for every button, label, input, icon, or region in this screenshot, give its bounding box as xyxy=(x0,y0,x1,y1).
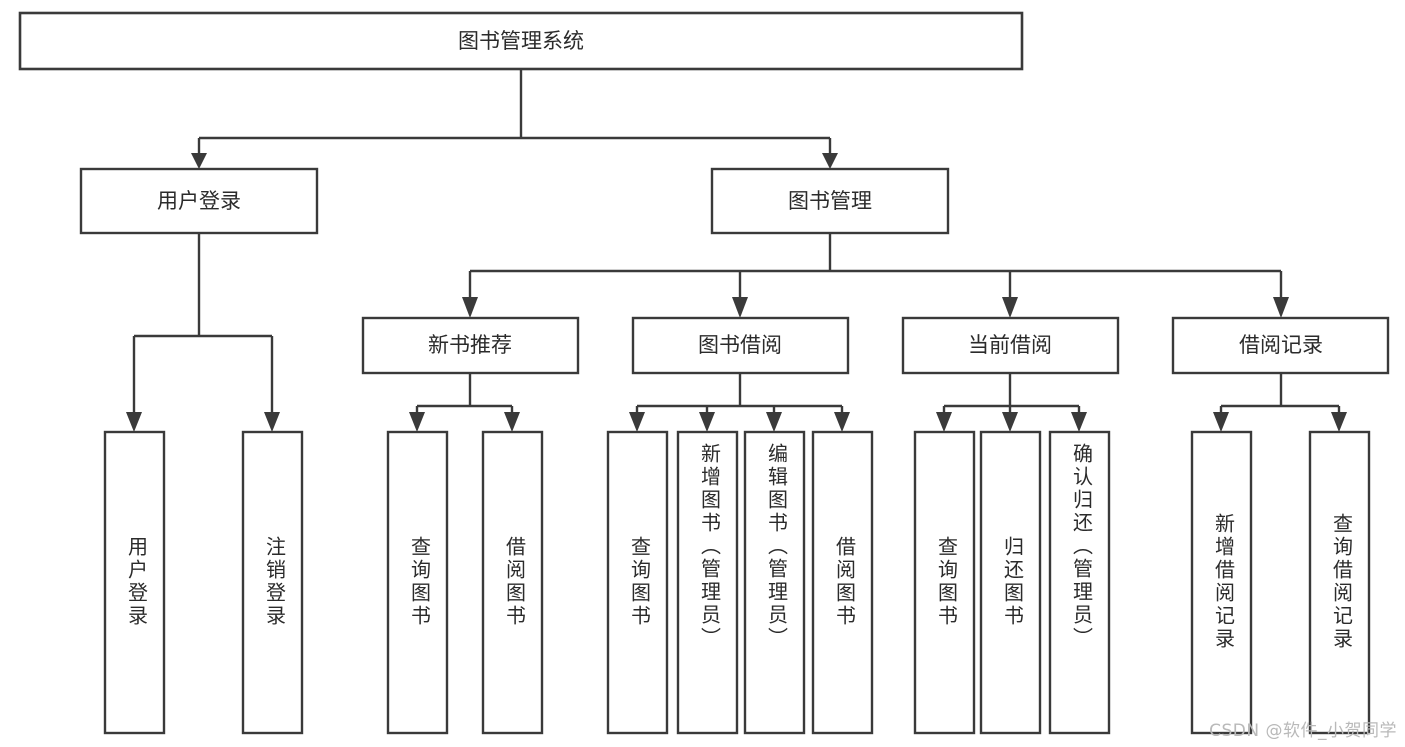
node-user-login-label: 用户登录 xyxy=(157,189,241,213)
arrowhead-cb-query-book xyxy=(936,412,952,432)
node-borrow-record-box xyxy=(1171,316,1390,375)
node-book-management-box xyxy=(710,167,950,235)
leaf-query-book-bb-box xyxy=(606,430,669,735)
leaf-add-book-admin-label: 新增图书（管理员） xyxy=(698,443,722,650)
leaf-query-book-nb-label: 查询图书 xyxy=(408,536,432,628)
arrowhead-nb-query-book xyxy=(409,412,425,432)
leaf-edit-book-admin-box xyxy=(743,430,806,735)
node-book-borrow-box xyxy=(631,316,850,375)
node-current-borrow[interactable]: 当前借阅 xyxy=(901,316,1120,375)
node-borrow-record-label: 借阅记录 xyxy=(1239,333,1323,357)
node-new-book-recommend-box xyxy=(361,316,580,375)
leaf-node-query-borrow-record[interactable]: 查询借阅记录 xyxy=(1308,430,1371,735)
arrowhead-br-add-record xyxy=(1213,412,1229,432)
leaf-node-query-book-cb[interactable]: 查询图书 xyxy=(913,430,976,735)
leaf-node-query-book-nb[interactable]: 查询图书 xyxy=(386,430,449,735)
leaf-node-edit-book-admin[interactable]: 编辑图书（管理员） xyxy=(743,430,806,735)
leaf-logout-label: 注销登录 xyxy=(263,536,287,628)
node-current-borrow-label: 当前借阅 xyxy=(968,333,1052,357)
arrowhead-cb-confirm-return xyxy=(1071,412,1087,432)
leaf-query-borrow-record-label: 查询借阅记录 xyxy=(1330,513,1354,651)
arrowhead-new-book xyxy=(462,297,478,318)
leaf-return-book-label: 归还图书 xyxy=(1001,536,1025,628)
leaf-node-user-login[interactable]: 用户登录 xyxy=(103,430,166,735)
node-book-management-label: 图书管理 xyxy=(788,189,872,213)
leaf-add-book-admin-box xyxy=(676,430,739,735)
leaf-return-book-box xyxy=(979,430,1042,735)
leaf-node-confirm-return-admin[interactable]: 确认归还（管理员） xyxy=(1048,430,1111,735)
arrowhead-br-query-record xyxy=(1331,412,1347,432)
arrowhead-current-borrow xyxy=(1002,297,1018,318)
leaf-borrow-book-bb-label: 借阅图书 xyxy=(833,536,857,628)
node-new-book-recommend[interactable]: 新书推荐 xyxy=(361,316,580,375)
leaf-query-book-bb-label: 查询图书 xyxy=(628,536,652,628)
node-book-borrow-label: 图书借阅 xyxy=(698,333,782,357)
node-root-label: 图书管理系统 xyxy=(458,29,584,53)
leaf-borrow-book-nb-box xyxy=(481,430,544,735)
arrowhead-leaf-user-login xyxy=(126,412,142,432)
leaf-node-borrow-book-bb[interactable]: 借阅图书 xyxy=(811,430,874,735)
leaf-user-login-label: 用户登录 xyxy=(125,536,149,628)
arrowhead-bb-borrow-book xyxy=(834,412,850,432)
leaf-edit-book-admin-label: 编辑图书（管理员） xyxy=(765,443,789,650)
leaf-node-add-book-admin[interactable]: 新增图书（管理员） xyxy=(676,430,739,735)
node-new-book-recommend-label: 新书推荐 xyxy=(428,333,512,357)
leaf-node-borrow-book-nb[interactable]: 借阅图书 xyxy=(481,430,544,735)
arrowhead-bb-add-book xyxy=(699,412,715,432)
connector-layer xyxy=(126,69,1347,432)
leaf-node-add-borrow-record[interactable]: 新增借阅记录 xyxy=(1190,430,1253,735)
leaf-add-borrow-record-label: 新增借阅记录 xyxy=(1212,513,1236,651)
node-user-login-box xyxy=(79,167,319,235)
leaf-confirm-return-admin-label: 确认归还（管理员） xyxy=(1070,443,1094,650)
arrowhead-borrow-book xyxy=(732,297,748,318)
node-root-box xyxy=(18,11,1024,71)
arrowhead-book-manage xyxy=(822,153,838,169)
leaf-query-book-nb-box xyxy=(386,430,449,735)
leaf-borrow-book-nb-label: 借阅图书 xyxy=(503,536,527,628)
node-current-borrow-box xyxy=(901,316,1120,375)
node-book-borrow[interactable]: 图书借阅 xyxy=(631,316,850,375)
csdn-watermark: CSDN @软件_小贺同学 xyxy=(1209,721,1397,741)
node-user-login[interactable]: 用户登录 xyxy=(79,167,319,235)
leaf-node-return-book[interactable]: 归还图书 xyxy=(979,430,1042,735)
leaf-add-borrow-record-box xyxy=(1190,430,1253,735)
arrowhead-user-login xyxy=(191,153,207,169)
leaf-query-borrow-record-box xyxy=(1308,430,1371,735)
leaf-node-query-book-bb[interactable]: 查询图书 xyxy=(606,430,669,735)
leaf-query-book-cb-label: 查询图书 xyxy=(935,536,959,628)
arrowhead-cb-return-book xyxy=(1002,412,1018,432)
arrowhead-borrow-record xyxy=(1273,297,1289,318)
leaf-borrow-book-bb-box xyxy=(811,430,874,735)
leaf-node-logout[interactable]: 注销登录 xyxy=(241,430,304,735)
node-book-management[interactable]: 图书管理 xyxy=(710,167,950,235)
arrowhead-leaf-logout xyxy=(264,412,280,432)
leaf-query-book-cb-box xyxy=(913,430,976,735)
node-root-system[interactable]: 图书管理系统 xyxy=(18,11,1024,71)
arrowhead-bb-edit-book xyxy=(766,412,782,432)
arrowhead-nb-borrow-book xyxy=(504,412,520,432)
node-borrow-record[interactable]: 借阅记录 xyxy=(1171,316,1390,375)
arrowhead-bb-query-book xyxy=(629,412,645,432)
leaf-confirm-return-admin-box xyxy=(1048,430,1111,735)
leaf-user-login-box xyxy=(103,430,166,735)
leaf-logout-box xyxy=(241,430,304,735)
